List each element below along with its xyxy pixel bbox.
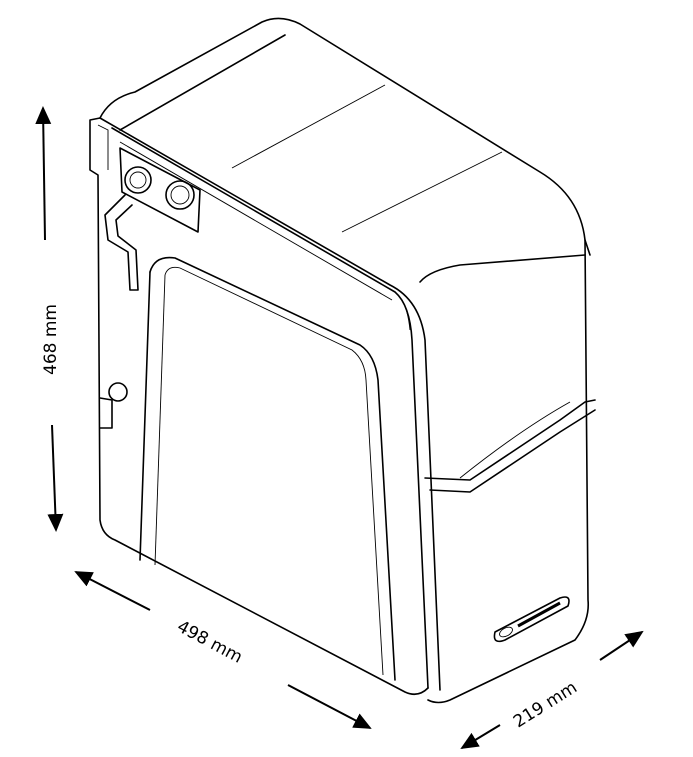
height-label: 468 mm: [41, 304, 61, 375]
width-arrow-left: [74, 571, 151, 611]
height-dimension: 468 mm: [35, 106, 64, 532]
depth-arrow-right: [599, 630, 644, 661]
depth-dimension: 219 mm: [460, 630, 644, 750]
depth-arrow-left: [460, 724, 501, 750]
appliance-outline: [89, 17, 596, 704]
width-label: 498 mm: [174, 617, 246, 668]
height-arrow-top: [35, 106, 52, 241]
width-arrow-right: [287, 684, 372, 729]
depth-label: 219 mm: [510, 678, 581, 733]
brand-logo-badge: [493, 596, 570, 643]
height-arrow-bottom: [47, 424, 64, 532]
